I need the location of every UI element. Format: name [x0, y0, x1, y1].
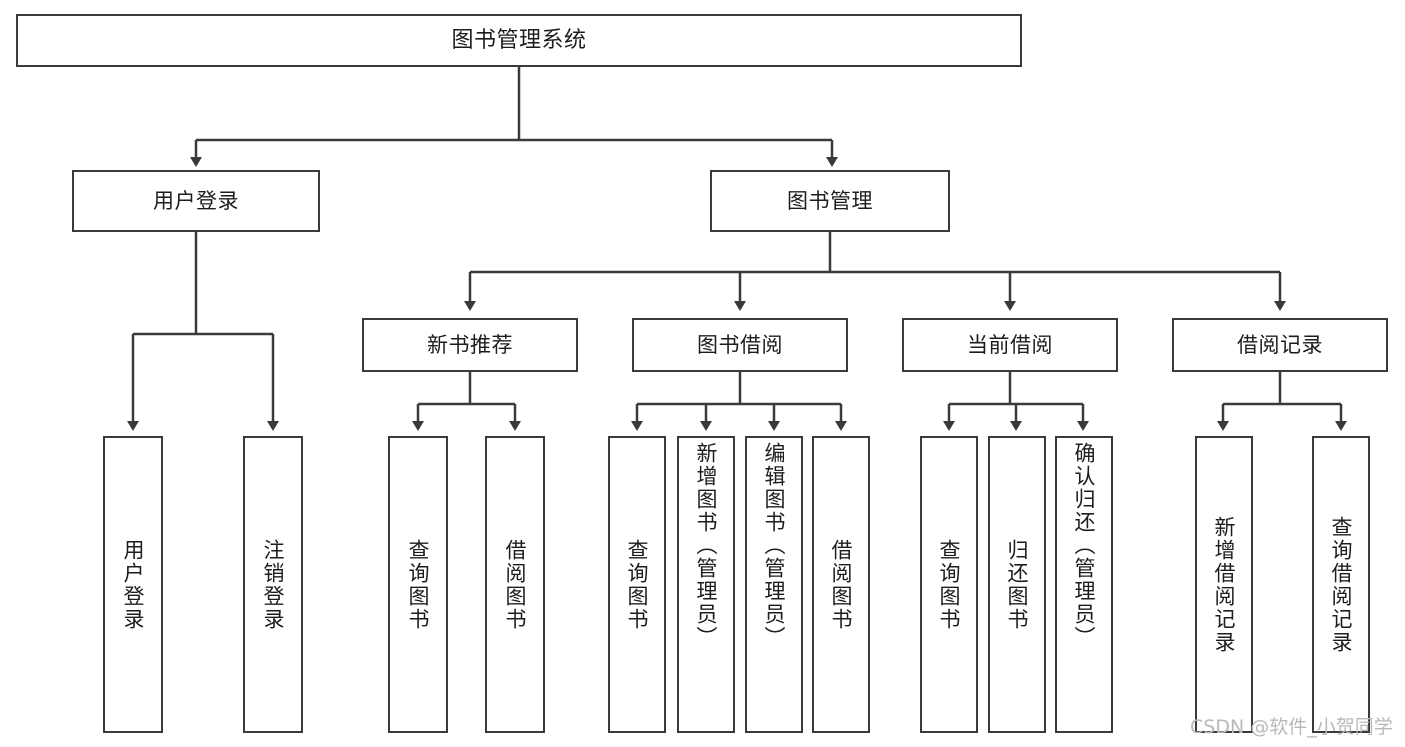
- node-label: 查询借阅记录: [1329, 515, 1354, 654]
- node-leaf-return-book[interactable]: 归还图书: [988, 436, 1046, 733]
- node-book-management[interactable]: 图书管理: [710, 170, 950, 232]
- node-leaf-user-login[interactable]: 用户登录: [103, 436, 163, 733]
- node-new-book-recommendation[interactable]: 新书推荐: [362, 318, 578, 372]
- node-label: 查询图书: [625, 538, 650, 631]
- csdn-watermark: CSDN @软件_小贺同学: [1190, 716, 1393, 738]
- node-user-login[interactable]: 用户登录: [72, 170, 320, 232]
- node-label: 用户登录: [153, 188, 239, 213]
- node-label: 图书管理系统: [451, 27, 587, 53]
- node-label: 查询图书: [937, 538, 962, 631]
- node-leaf-borrow-book-borrowing[interactable]: 借阅图书: [812, 436, 870, 733]
- node-label: 借阅图书: [503, 538, 528, 631]
- node-label: 编辑图书（管理员）: [762, 442, 787, 649]
- node-label: 注销登录: [261, 538, 286, 631]
- node-leaf-add-borrow-record[interactable]: 新增借阅记录: [1195, 436, 1253, 733]
- node-label: 归还图书: [1005, 538, 1030, 631]
- node-root-book-management-system[interactable]: 图书管理系统: [16, 14, 1022, 67]
- node-leaf-edit-book-admin[interactable]: 编辑图书（管理员）: [745, 436, 803, 733]
- node-leaf-query-book-current[interactable]: 查询图书: [920, 436, 978, 733]
- node-label: 新增图书（管理员）: [694, 442, 719, 649]
- node-label: 查询图书: [406, 538, 431, 631]
- node-label: 图书管理: [787, 188, 873, 213]
- node-leaf-logout[interactable]: 注销登录: [243, 436, 303, 733]
- node-borrowing-record[interactable]: 借阅记录: [1172, 318, 1388, 372]
- node-label: 借阅图书: [829, 538, 854, 631]
- node-label: 借阅记录: [1237, 332, 1323, 357]
- node-leaf-query-book-recommendation[interactable]: 查询图书: [388, 436, 448, 733]
- node-label: 确认归还（管理员）: [1072, 442, 1097, 649]
- node-label: 新增借阅记录: [1212, 515, 1237, 654]
- node-label: 新书推荐: [427, 332, 513, 357]
- node-leaf-confirm-return-admin[interactable]: 确认归还（管理员）: [1055, 436, 1113, 733]
- node-current-borrowing[interactable]: 当前借阅: [902, 318, 1118, 372]
- node-label: 当前借阅: [967, 332, 1053, 357]
- node-label: 用户登录: [121, 538, 146, 631]
- node-label: 图书借阅: [697, 332, 783, 357]
- node-leaf-add-book-admin[interactable]: 新增图书（管理员）: [677, 436, 735, 733]
- node-leaf-borrow-book-recommendation[interactable]: 借阅图书: [485, 436, 545, 733]
- node-leaf-query-borrow-record[interactable]: 查询借阅记录: [1312, 436, 1370, 733]
- node-leaf-query-book-borrowing[interactable]: 查询图书: [608, 436, 666, 733]
- node-book-borrowing[interactable]: 图书借阅: [632, 318, 848, 372]
